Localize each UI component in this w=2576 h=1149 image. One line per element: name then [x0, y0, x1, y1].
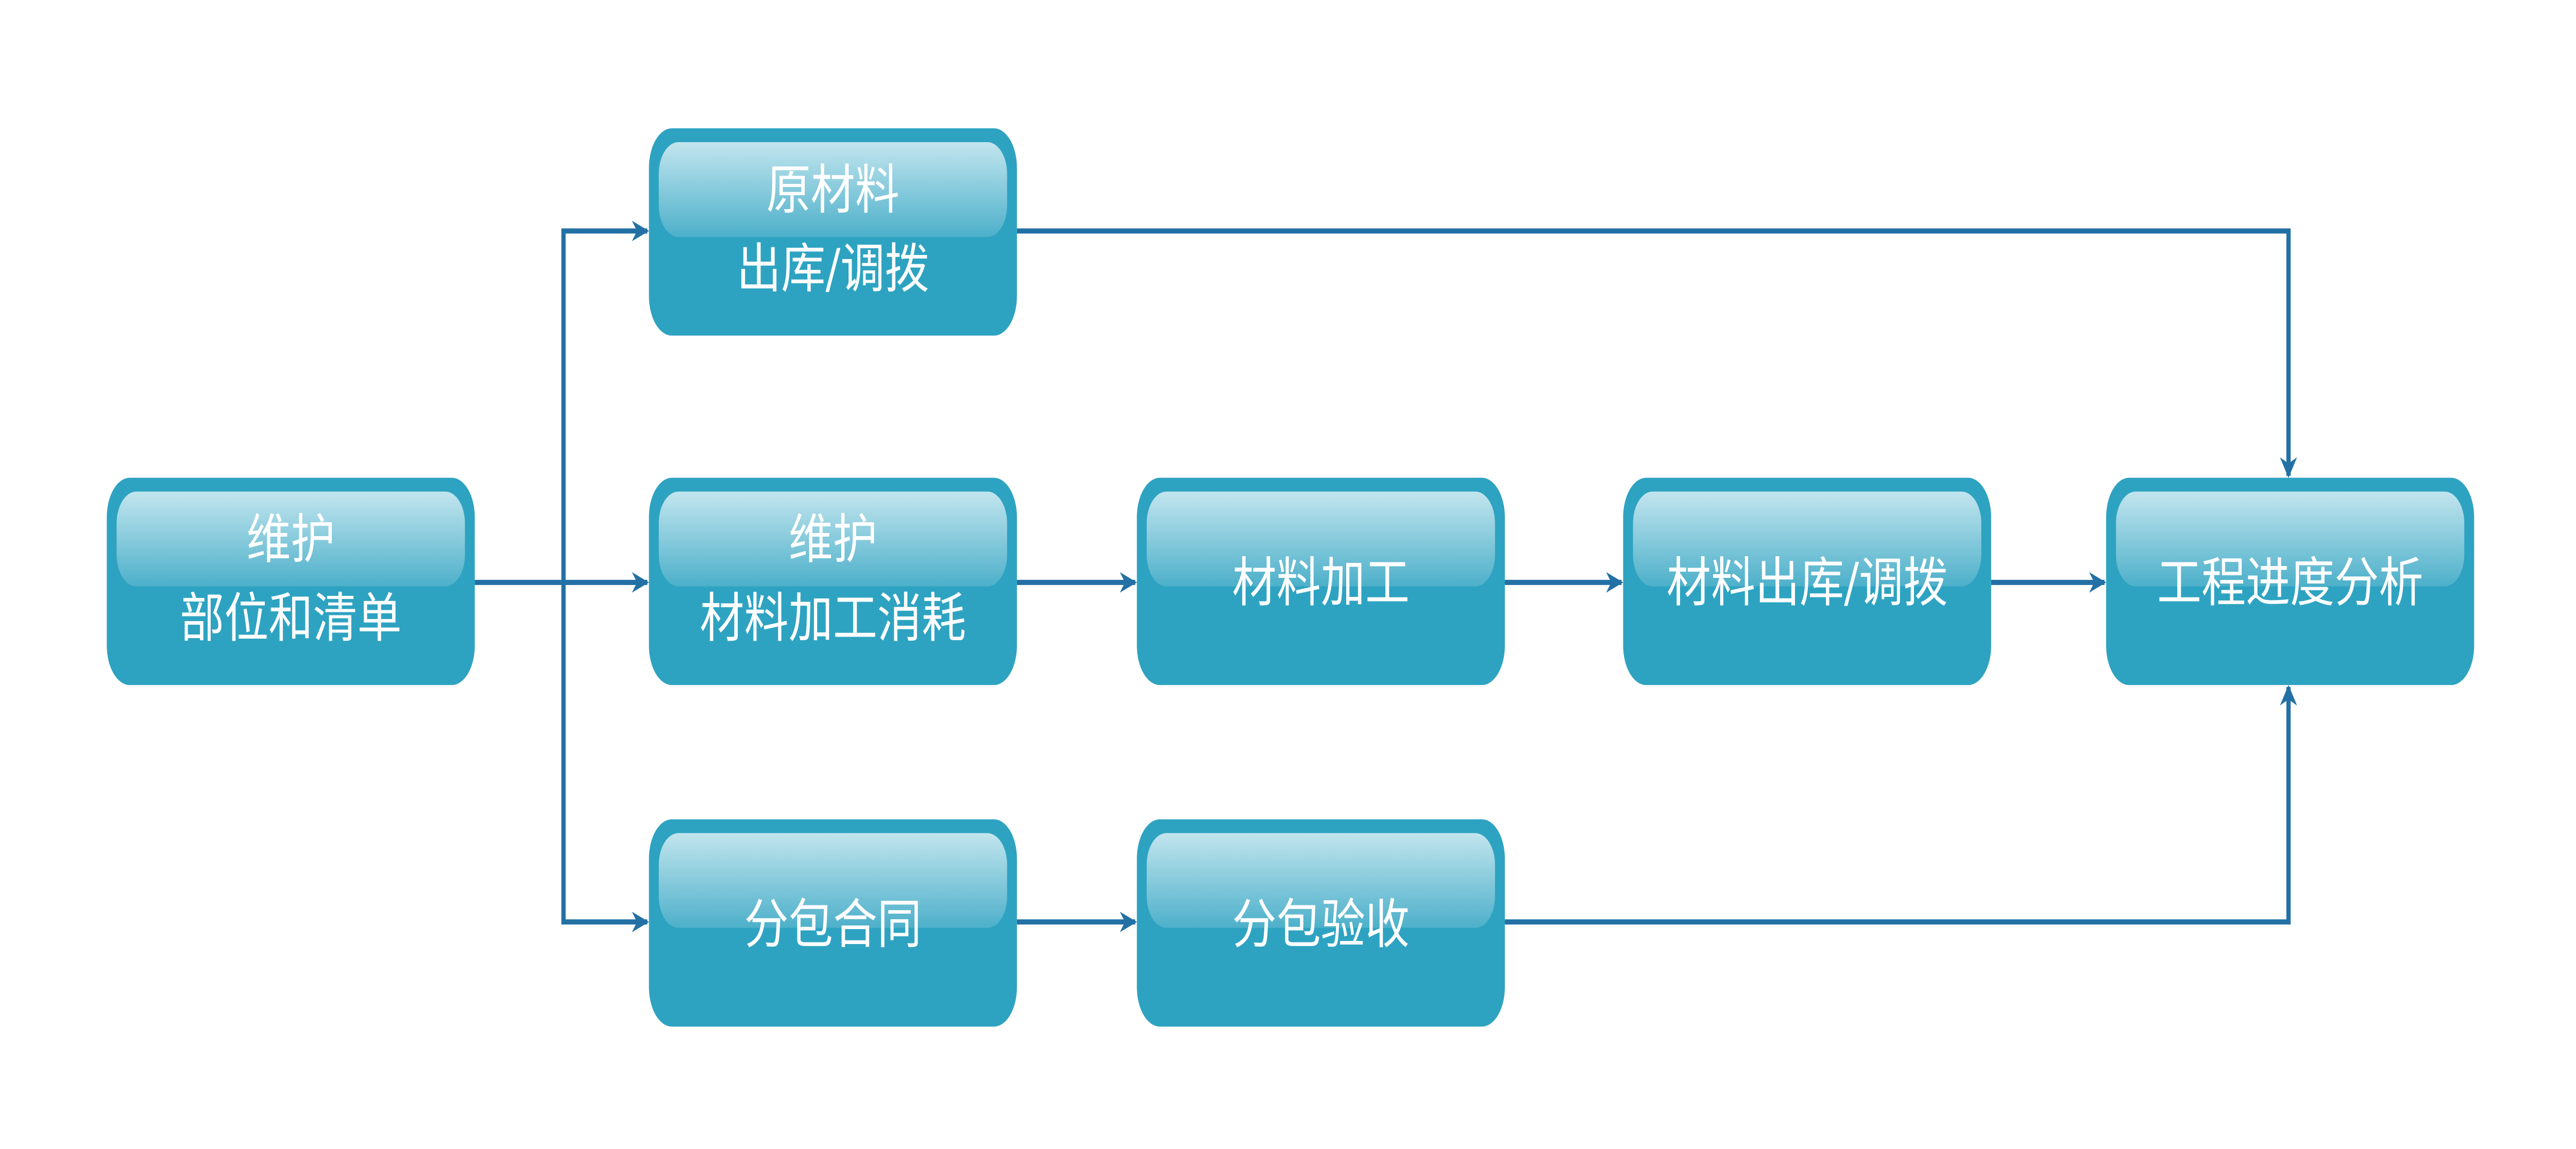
node-gloss	[658, 142, 1007, 237]
node-gloss	[658, 833, 1007, 928]
node-label: 部位和清单	[180, 588, 401, 650]
node-gloss	[1146, 833, 1495, 928]
node-gloss	[658, 491, 1007, 587]
edge-to-raw-material-outbound	[561, 220, 649, 582]
edge-acceptance-to-progress	[1504, 685, 2297, 925]
node-subcontract-acceptance: 分包验收	[1137, 819, 1505, 1027]
node-label: 出库/调拨	[737, 238, 929, 300]
node-label: 分包验收	[1232, 894, 1410, 956]
node-label: 原材料	[767, 160, 900, 221]
node-progress-analysis: 工程进度分析	[2106, 477, 2475, 685]
node-gloss	[1633, 491, 1981, 587]
edge-raw-material-to-progress	[1016, 228, 2297, 478]
node-gloss	[2116, 491, 2465, 587]
node-gloss	[1146, 491, 1495, 587]
node-label: 维护	[789, 509, 877, 571]
node-label: 分包合同	[744, 894, 922, 956]
node-material-processing: 材料加工	[1137, 477, 1505, 685]
node-subcontract: 分包合同	[649, 819, 1017, 1027]
node-label: 材料加工消耗	[700, 588, 966, 650]
node-label: 材料出库/调拨	[1667, 553, 1948, 614]
edge-to-subcontract	[561, 582, 649, 933]
node-label: 工程进度分析	[2157, 553, 2424, 614]
node-label: 材料加工	[1232, 553, 1410, 614]
node-label: 维护	[246, 509, 335, 571]
node-material-outbound: 材料出库/调拨	[1623, 477, 1991, 685]
node-gloss	[116, 491, 465, 587]
